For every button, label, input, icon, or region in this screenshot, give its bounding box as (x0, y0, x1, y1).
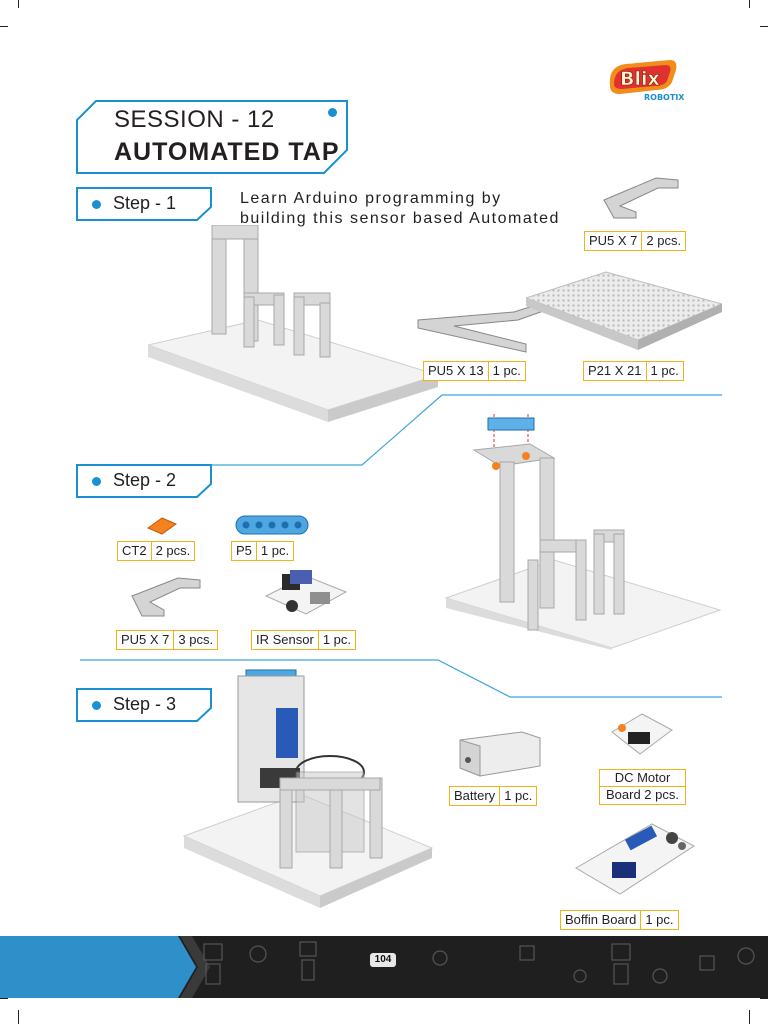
title-dot (328, 108, 337, 117)
step-2-tag: Step - 2 (76, 464, 212, 498)
bullet-dot (92, 701, 101, 710)
intro-text: Learn Arduino programming by building th… (240, 189, 560, 229)
crop-mark (0, 26, 8, 27)
session-label: SESSION - 12 (114, 106, 275, 133)
intro-line-2: building this sensor based Automated (240, 210, 560, 227)
battery-icon (459, 731, 541, 777)
step-3-tag: Step - 3 (76, 688, 212, 722)
page-number: 104 (370, 953, 396, 967)
crop-mark (0, 998, 8, 999)
crop-mark (749, 0, 750, 8)
crop-mark (18, 1010, 19, 1024)
svg-text:ROBOTIX: ROBOTIX (644, 93, 685, 102)
pu5x7-part-icon (131, 577, 201, 617)
bullet-dot (92, 477, 101, 486)
step2-model-illustration (444, 414, 722, 650)
crop-mark (18, 0, 19, 8)
crop-mark (760, 998, 768, 999)
section-divider-1 (80, 394, 722, 466)
intro-line-1: Learn Arduino programming by (240, 190, 502, 207)
ir-sensor-icon (264, 570, 348, 615)
session-title-box: SESSION - 12 AUTOMATED TAP (76, 100, 348, 174)
page-title: AUTOMATED TAP (114, 138, 340, 166)
step1-model-illustration (148, 225, 438, 422)
pu5x7-part-icon (603, 177, 679, 219)
step-label: Step - 2 (113, 470, 177, 490)
section-divider-2 (80, 659, 722, 698)
blix-logo: Blix ROBOTIX (604, 56, 700, 104)
part-tag-dc-motor: DC Motor Board 2 pcs. (599, 769, 686, 805)
p21x21-plate-icon (526, 271, 722, 350)
dc-motor-board-icon (611, 713, 673, 755)
step3-model-illustration (182, 669, 434, 908)
footer-band (0, 936, 768, 998)
bullet-dot (92, 200, 101, 209)
svg-text:Blix: Blix (620, 68, 660, 90)
step-label: Step - 3 (113, 694, 177, 714)
crop-mark (749, 1010, 750, 1024)
step-1-tag: Step - 1 (76, 187, 212, 221)
p5-beam-icon (235, 515, 309, 535)
ct2-part-icon (146, 517, 178, 535)
step-label: Step - 1 (113, 193, 177, 213)
boffin-board-icon (575, 823, 695, 895)
crop-mark (760, 26, 768, 27)
